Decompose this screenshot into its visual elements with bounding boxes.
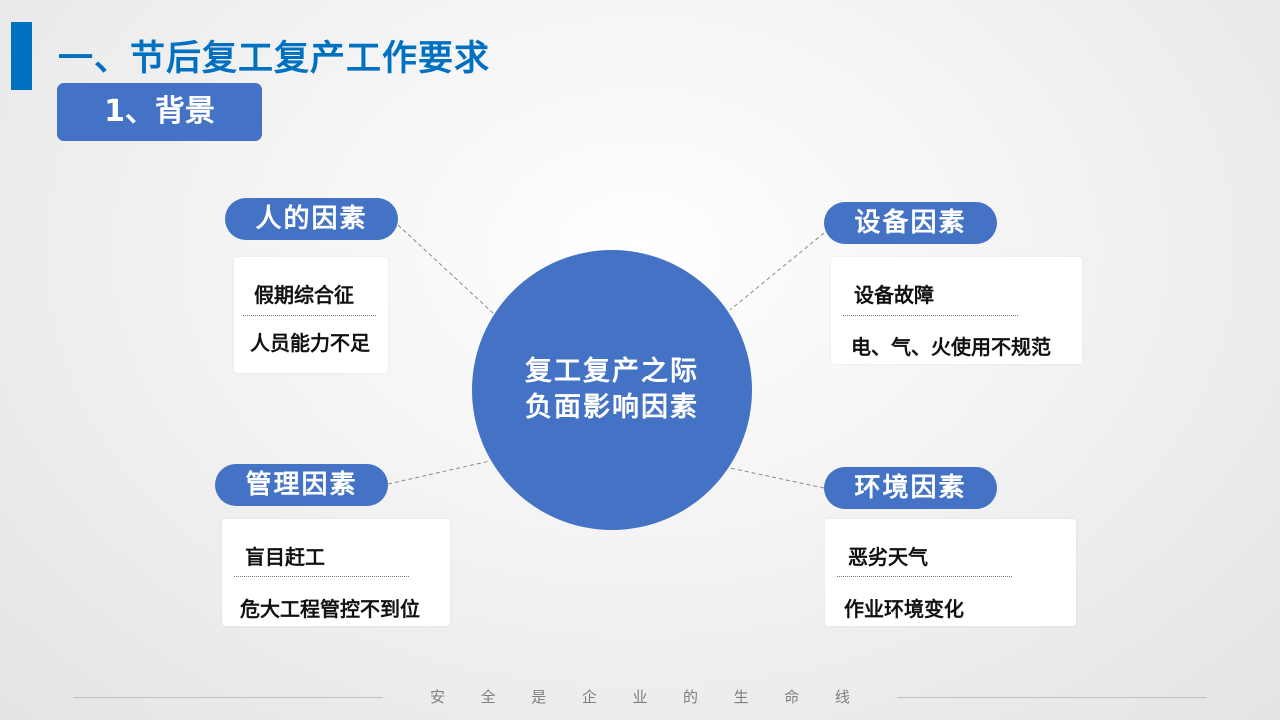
footer-char: 命 bbox=[784, 688, 800, 706]
title-accent-bar bbox=[11, 22, 32, 90]
page-title: 一、节后复工复产工作要求 bbox=[58, 39, 491, 79]
factor-item: 人员能力不足 bbox=[250, 331, 370, 355]
center-circle: 复工复产之际 负面影响因素 bbox=[472, 250, 752, 530]
footer-char: 企 bbox=[581, 688, 597, 706]
divider bbox=[243, 315, 376, 316]
factor-label-human: 人的因素 bbox=[225, 198, 398, 240]
connector-management bbox=[387, 460, 491, 485]
factor-item: 假期综合征 bbox=[254, 283, 354, 307]
factor-item: 设备故障 bbox=[854, 283, 934, 307]
footer-char: 线 bbox=[834, 688, 850, 706]
connector-equipment bbox=[729, 232, 825, 311]
factor-box-human: 假期综合征 人员能力不足 bbox=[234, 257, 388, 373]
footer-line-right bbox=[897, 697, 1207, 698]
factor-item: 电、气、火使用不规范 bbox=[851, 335, 1051, 359]
footer-char: 生 bbox=[733, 688, 749, 706]
factor-label-environment: 环境因素 bbox=[824, 467, 997, 509]
factor-label-management: 管理因素 bbox=[215, 464, 388, 506]
divider bbox=[843, 315, 1018, 316]
factor-item: 作业环境变化 bbox=[844, 597, 964, 621]
connector-human bbox=[397, 224, 494, 314]
connector-environment bbox=[729, 467, 825, 489]
footer-char: 全 bbox=[480, 688, 496, 706]
factor-box-environment: 恶劣天气 作业环境变化 bbox=[825, 519, 1076, 626]
factor-item: 恶劣天气 bbox=[848, 545, 928, 569]
footer-char: 是 bbox=[531, 688, 547, 706]
factor-box-management: 盲目赶工 危大工程管控不到位 bbox=[222, 519, 450, 626]
footer-char: 的 bbox=[683, 688, 699, 706]
divider bbox=[234, 576, 409, 577]
factor-item: 危大工程管控不到位 bbox=[240, 597, 420, 621]
factor-label-equipment: 设备因素 bbox=[824, 202, 997, 244]
center-line-2: 负面影响因素 bbox=[525, 392, 699, 423]
footer-char: 业 bbox=[632, 688, 648, 706]
section-subtitle: 1、背景 bbox=[57, 83, 262, 141]
factor-item: 盲目赶工 bbox=[245, 545, 325, 569]
footer-char: 安 bbox=[430, 688, 446, 706]
factor-box-equipment: 设备故障 电、气、火使用不规范 bbox=[831, 257, 1082, 364]
center-line-1: 复工复产之际 bbox=[525, 356, 699, 387]
footer-line-left bbox=[73, 697, 383, 698]
footer-slogan: 安 全 是 企 业 的 生 命 线 bbox=[430, 686, 850, 707]
divider bbox=[837, 576, 1012, 577]
